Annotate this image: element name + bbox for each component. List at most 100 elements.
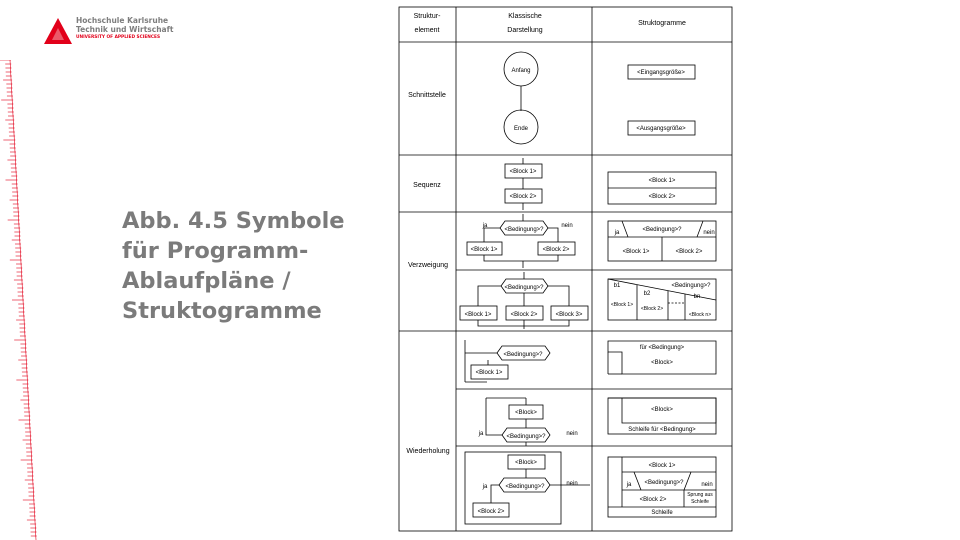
- block-2-label: <Block 2>: [676, 249, 703, 255]
- decision-hexagon: [496, 345, 551, 361]
- loop-outline: [464, 451, 562, 525]
- yes-label: ja: [482, 484, 488, 490]
- output-box: [627, 120, 696, 136]
- logo-line-1: Hochschule Karlsruhe: [76, 16, 169, 25]
- if-diagonal: [696, 220, 704, 238]
- yes-label: ja: [478, 431, 484, 437]
- condition-label: <Bedingung>?: [671, 283, 711, 289]
- block-label: <Block>: [515, 410, 537, 416]
- flow-line: [477, 285, 501, 306]
- row-label-loop: Wiederholung: [406, 448, 449, 455]
- block-1-label: <Block 1>: [476, 370, 503, 376]
- block-2-label: <Block 2>: [543, 247, 570, 253]
- block-1-label: <Block 1>: [649, 463, 676, 469]
- yes-label: ja: [614, 230, 620, 236]
- no-label: nein: [566, 481, 577, 487]
- branch-block: [505, 305, 544, 321]
- no-label: nein: [701, 482, 712, 488]
- row-label-sequence: Sequenz: [413, 182, 441, 189]
- condition-label: <Bedingung>?: [503, 352, 543, 358]
- block-label: <Block>: [651, 407, 673, 413]
- row-label-branching: Verzweigung: [408, 262, 448, 269]
- logo-triangle-cut: [52, 28, 64, 40]
- block-2-label: <Block 2>: [511, 312, 538, 318]
- university-logo: [44, 18, 72, 44]
- yes-label: ja: [482, 223, 488, 229]
- header-classic-notation: Klassische: [508, 13, 542, 20]
- block-2-label: <Block 2>: [478, 509, 505, 515]
- branch-block: [466, 241, 503, 256]
- condition-label: <Bedingung>?: [642, 227, 682, 233]
- end-label: Ende: [514, 126, 529, 132]
- decorative-ruler: [0, 60, 37, 540]
- block-n-label: <Block n>: [689, 312, 711, 318]
- logo-triangle-icon: [44, 18, 72, 44]
- branch-block: [550, 305, 589, 321]
- slide-title: Abb. 4.5 Symbole für Programm- Ablaufplä…: [122, 206, 382, 326]
- decision-hexagon: [501, 427, 551, 443]
- block-2-label: <Block 2>: [510, 194, 537, 200]
- condition-label: <Bedingung>?: [506, 434, 546, 440]
- slide-title-line: für Programm-: [122, 238, 309, 264]
- block-1-label: <Block 1>: [649, 178, 676, 184]
- slide-title-line: Struktogramme: [122, 298, 322, 324]
- case-bn-label: bn: [694, 294, 701, 300]
- loop-label: Schleife: [651, 510, 673, 516]
- flow-line: [477, 320, 570, 327]
- input-label: <Eingangsgröße>: [637, 70, 685, 76]
- output-label: <Ausgangsgröße>: [636, 126, 686, 132]
- block-label: <Block>: [515, 460, 537, 466]
- exit-label: Sprung aus: [687, 492, 713, 498]
- no-label: nein: [561, 223, 572, 229]
- block-label: <Block>: [651, 360, 673, 366]
- condition-label: <Bedingung>?: [644, 480, 684, 486]
- no-label: nein: [566, 431, 577, 437]
- flow-line: [483, 227, 500, 242]
- logo-line-3: UNIVERSITY OF APPLIED SCIENCES: [76, 35, 161, 40]
- exit-label: Schleife: [691, 499, 709, 505]
- condition-label: <Bedingung>?: [504, 227, 544, 233]
- if-diagonal: [633, 471, 642, 491]
- block-2-label: <Block 2>: [641, 306, 663, 312]
- block-2-label: <Block 2>: [649, 194, 676, 200]
- flow-line: [548, 227, 559, 242]
- flow-line: [548, 285, 570, 306]
- sequence-block: [504, 188, 543, 204]
- sequence-block: [504, 163, 543, 179]
- do-while-outer: [607, 397, 717, 435]
- row-label-interface: Schnittstelle: [408, 92, 446, 99]
- case-b2-label: b2: [644, 291, 651, 297]
- block-1-label: <Block 1>: [465, 312, 492, 318]
- flow-line: [490, 484, 499, 503]
- header-structure-element: Struktur-: [414, 13, 442, 20]
- condition-label: <Bedingung>?: [504, 285, 544, 291]
- case-diagonal: [607, 278, 717, 301]
- slide-title-line: Ablaufpläne /: [122, 268, 291, 294]
- table-border: [398, 6, 733, 532]
- block-1-label: <Block 1>: [510, 169, 537, 175]
- branch-block: [537, 241, 576, 256]
- condition-label: <Bedingung>?: [505, 484, 545, 490]
- loop-condition-label: Schleife für <Bedingung>: [628, 427, 696, 433]
- loop-block: [472, 502, 510, 518]
- logo-line-2: Technik und Wirtschaft: [76, 25, 174, 34]
- branch-block: [459, 305, 498, 321]
- for-condition-label: für <Bedingung>: [640, 345, 685, 351]
- flowchart-structogram-table: Struktur- element Klassische Darstellung…: [398, 6, 733, 532]
- header-structure-element: element: [415, 27, 440, 34]
- block-1-label: <Block 1>: [611, 302, 633, 308]
- block-2-label: <Block 2>: [640, 497, 667, 503]
- case-structogram: [607, 278, 717, 321]
- slide-title-line: Abb. 4.5 Symbole: [122, 208, 345, 234]
- header-structograms: Struktogramme: [638, 20, 686, 27]
- if-diagonal: [683, 471, 692, 491]
- header-classic-notation: Darstellung: [507, 27, 543, 34]
- if-diagonal: [621, 220, 629, 238]
- loop-block: [507, 454, 546, 470]
- start-label: Anfang: [511, 68, 530, 74]
- input-box: [627, 64, 696, 80]
- yes-label: ja: [626, 482, 632, 488]
- block-1-label: <Block 1>: [471, 247, 498, 253]
- loop-block: [470, 364, 509, 380]
- end-terminal: [503, 109, 539, 145]
